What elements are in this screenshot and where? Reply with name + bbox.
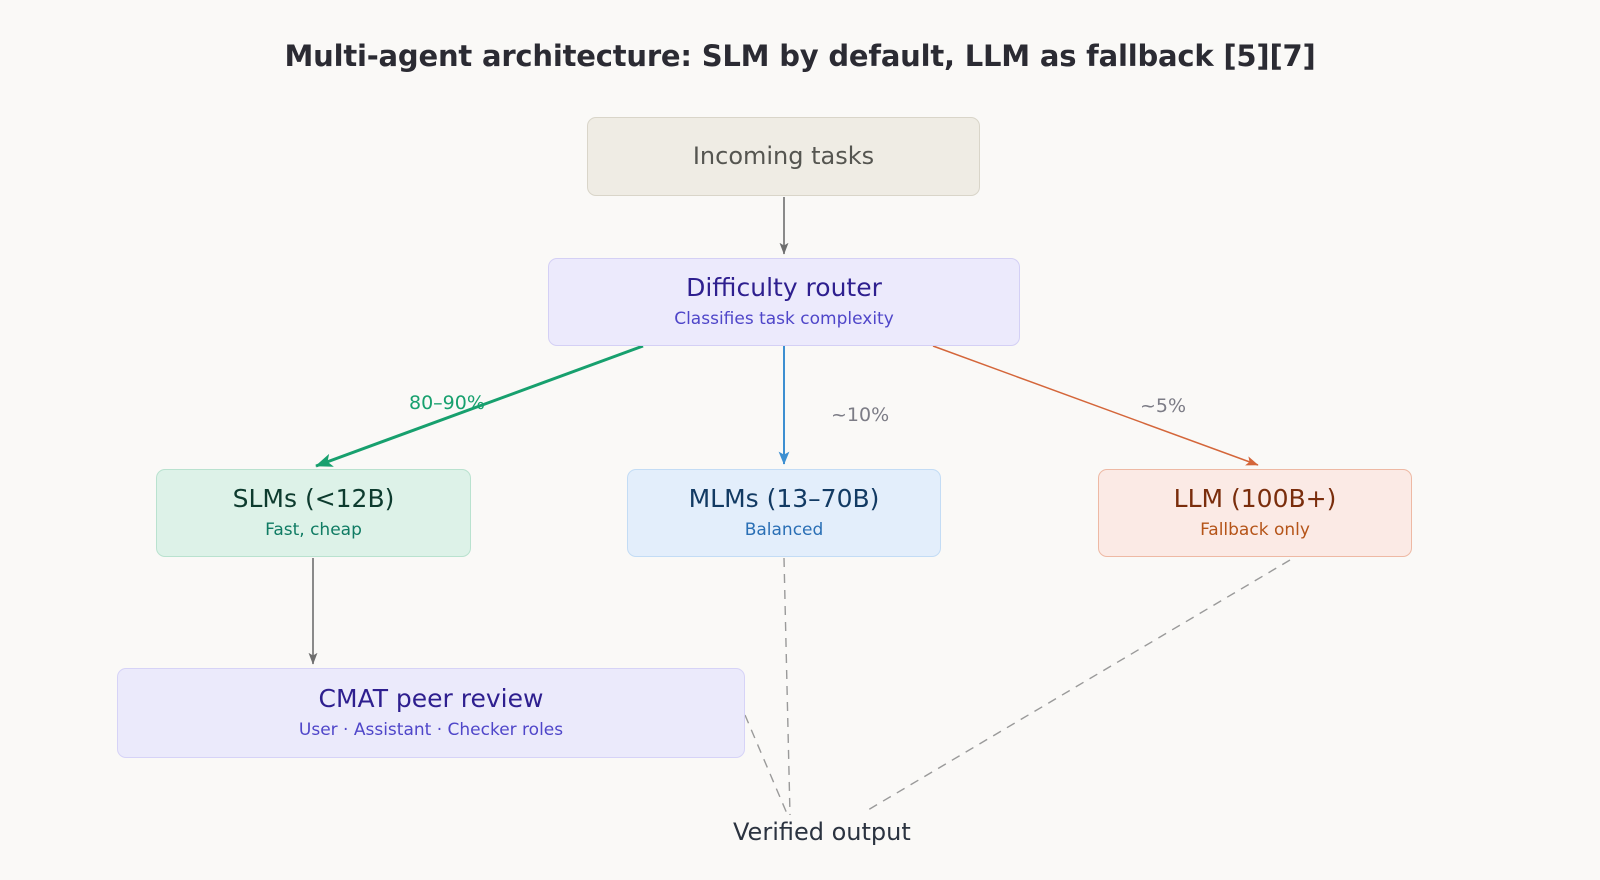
edge-cmat-to-verified: [744, 714, 789, 817]
node-incoming-tasks-label: Incoming tasks: [692, 141, 875, 170]
edge-llm-to-verified: [867, 559, 1291, 811]
node-slms-label: SLMs (<12B): [232, 484, 395, 514]
node-cmat-peer-review-label: CMAT peer review: [318, 684, 544, 714]
node-incoming-tasks[interactable]: Incoming tasks: [587, 117, 980, 196]
page-title: Multi-agent architecture: SLM by default…: [284, 39, 1316, 73]
node-llm[interactable]: LLM (100B+) Fallback only: [1098, 469, 1412, 557]
node-cmat-peer-review[interactable]: CMAT peer review User · Assistant · Chec…: [117, 668, 745, 758]
node-llm-subtitle: Fallback only: [1200, 520, 1310, 541]
node-mlms[interactable]: MLMs (13–70B) Balanced: [627, 469, 941, 557]
node-slms-subtitle: Fast, cheap: [265, 520, 362, 541]
node-slms[interactable]: SLMs (<12B) Fast, cheap: [156, 469, 471, 557]
node-verified-output[interactable]: Verified output: [733, 818, 911, 846]
node-mlms-label: MLMs (13–70B): [688, 484, 880, 514]
node-llm-label: LLM (100B+): [1173, 484, 1337, 514]
node-difficulty-router-subtitle: Classifies task complexity: [674, 309, 894, 330]
edge-label-mlm-share: ~10%: [831, 404, 890, 426]
node-difficulty-router-label: Difficulty router: [686, 273, 882, 303]
edge-label-llm-share: ~5%: [1140, 395, 1187, 417]
edge-mlm-to-verified: [783, 557, 791, 816]
node-cmat-peer-review-subtitle: User · Assistant · Checker roles: [298, 720, 564, 741]
edge-router-to-llm: [932, 345, 1259, 466]
edge-label-slm-share: 80–90%: [409, 392, 485, 414]
node-difficulty-router[interactable]: Difficulty router Classifies task comple…: [548, 258, 1020, 346]
node-mlms-subtitle: Balanced: [744, 520, 824, 541]
